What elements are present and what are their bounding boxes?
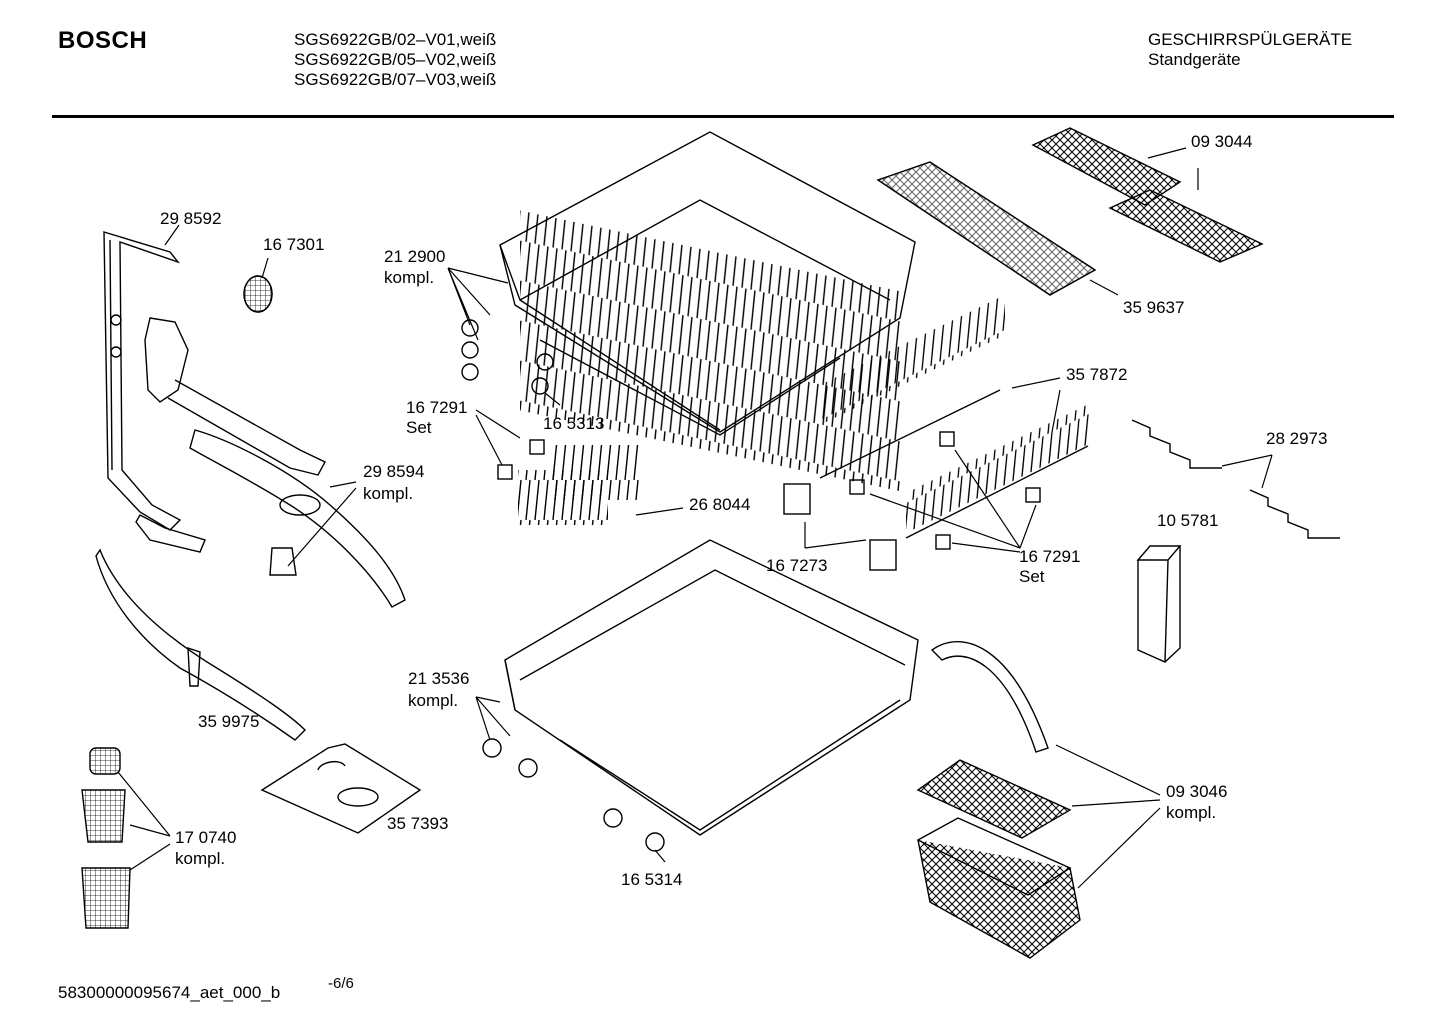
- part-note: Set: [406, 418, 432, 437]
- part-label: 16 7273: [766, 556, 827, 575]
- part-note: kompl.: [363, 484, 413, 503]
- tine-row-drawing: [819, 294, 1091, 539]
- lower-spray-arm-drawing: [95, 548, 306, 741]
- part-note: kompl.: [175, 849, 225, 868]
- part-label: 29 8594: [363, 462, 424, 481]
- part-label: 35 9637: [1123, 298, 1184, 317]
- part-drawings: [81, 127, 1340, 959]
- model-list: SGS6922GB/02–V01,weiß SGS6922GB/05–V02,w…: [294, 30, 496, 90]
- model-line: SGS6922GB/07–V03,weiß: [294, 70, 497, 89]
- category-title: GESCHIRRSPÜLGERÄTE: [1148, 30, 1353, 49]
- lower-basket-drawing: [482, 539, 919, 852]
- filter-disc-drawing: [243, 275, 273, 313]
- part-label: 21 3536: [408, 669, 469, 688]
- upper-basket-drawing: [461, 131, 916, 492]
- part-label: 35 7393: [387, 814, 448, 833]
- cup-shelf-drawing: [876, 161, 1097, 296]
- cutlery-container-drawing: [1136, 545, 1182, 663]
- page-number: -6/6: [328, 975, 354, 992]
- stair-holder-drawing: [1131, 419, 1340, 539]
- part-label: 29 8592: [160, 209, 221, 228]
- part-label: 10 5781: [1157, 511, 1218, 530]
- cutlery-basket-drawing: [916, 640, 1081, 959]
- part-label: 09 3046: [1166, 782, 1227, 801]
- part-label: 35 9975: [198, 712, 259, 731]
- clip-drawings: [497, 431, 1041, 571]
- part-label: 28 2973: [1266, 429, 1327, 448]
- small-tine-row-drawing: [518, 445, 642, 525]
- model-line: SGS6922GB/02–V01,weiß: [294, 30, 497, 49]
- header-divider: [52, 115, 1394, 118]
- part-note: kompl.: [1166, 803, 1216, 822]
- filter-set-drawing: [81, 747, 131, 929]
- model-line: SGS6922GB/05–V02,weiß: [294, 50, 497, 69]
- part-label: 17 0740: [175, 828, 236, 847]
- part-label: 16 7301: [263, 235, 324, 254]
- upper-spray-arm-drawing: [144, 317, 406, 608]
- part-label: 16 7291: [406, 398, 467, 417]
- part-label: 16 7291: [1019, 547, 1080, 566]
- part-label: 16 5314: [621, 870, 682, 889]
- part-label: 16 5313: [543, 414, 604, 433]
- leader-lines: [117, 147, 1273, 889]
- part-label: 35 7872: [1066, 365, 1127, 384]
- part-label: 26 8044: [689, 495, 750, 514]
- category-block: GESCHIRRSPÜLGERÄTE Standgeräte: [1148, 30, 1352, 70]
- part-note: kompl.: [408, 691, 458, 710]
- part-note: Set: [1019, 567, 1045, 586]
- category-subtitle: Standgeräte: [1148, 50, 1241, 69]
- spray-pipe-drawing: [103, 231, 206, 553]
- grid-pair-drawing: [1031, 127, 1264, 263]
- cover-plate-drawing: [260, 743, 422, 834]
- part-label: 21 2900: [384, 247, 445, 266]
- document-id: 58300000095674_aet_000_b: [58, 983, 281, 1002]
- brand-logo: BOSCH: [58, 27, 148, 54]
- part-label: 09 3044: [1191, 132, 1252, 151]
- part-note: kompl.: [384, 268, 434, 287]
- part-labels: 29 8592 16 7301 21 2900 kompl. 09 3044 3…: [160, 132, 1327, 889]
